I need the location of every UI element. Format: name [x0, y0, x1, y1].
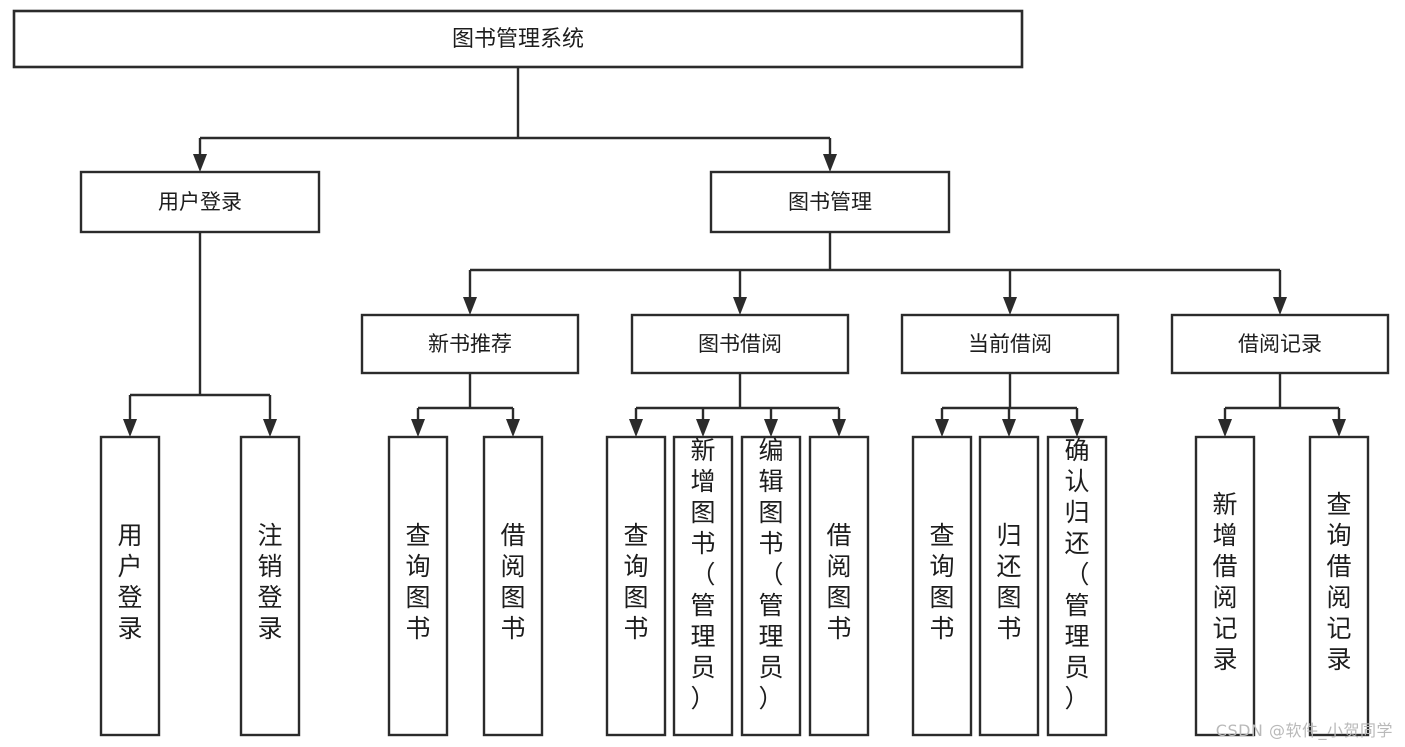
level3-node-借阅记录-rect[interactable] [1170, 313, 1390, 375]
arrow-head-icon [193, 154, 207, 172]
leaf-node-新增借阅记录-11-rect[interactable] [1194, 435, 1256, 737]
leaf-node-查询图书-8[interactable]: 查询图书 [911, 435, 973, 737]
arrow-head-icon [832, 419, 846, 437]
level3-node-图书借阅[interactable]: 图书借阅 [630, 313, 850, 375]
level3-node-新书推荐[interactable]: 新书推荐 [360, 313, 580, 375]
leaf-node-新增借阅记录-11[interactable]: 新增借阅记录 [1194, 435, 1256, 737]
arrow-head-icon [629, 419, 643, 437]
leaf-node-查询借阅记录-12-label: 查询借阅记录 [1326, 490, 1351, 674]
arrow-head-icon [463, 297, 477, 315]
level3-node-当前借阅-label: 当前借阅 [968, 332, 1052, 356]
leaf-node-查询借阅记录-12[interactable]: 查询借阅记录 [1308, 435, 1370, 737]
leaf-node-查询图书-2[interactable]: 查询图书 [387, 435, 449, 737]
level3-node-图书借阅-label: 图书借阅 [698, 332, 782, 356]
leaf-node-用户登录-0[interactable]: 用户登录 [99, 435, 161, 737]
arrow-head-icon [1332, 419, 1346, 437]
leaf-node-确认归还管理员-10-label: 确认归还（管理员） [1064, 436, 1089, 713]
level2-node-图书管理-rect[interactable] [709, 170, 951, 234]
arrow-head-icon [764, 419, 778, 437]
level3-node-图书借阅-rect[interactable] [630, 313, 850, 375]
leaf-node-编辑图书管理员-6-label: 编辑图书（管理员） [758, 436, 783, 713]
level3-node-当前借阅[interactable]: 当前借阅 [900, 313, 1120, 375]
leaf-node-查询图书-8-label: 查询图书 [929, 521, 954, 643]
leaf-node-注销登录-1-rect[interactable] [239, 435, 301, 737]
arrow-head-icon [1002, 419, 1016, 437]
root-node-图书管理系统[interactable]: 图书管理系统 [12, 9, 1024, 69]
leaf-node-新增图书管理员-5-rect[interactable] [672, 435, 734, 737]
arrow-head-icon [411, 419, 425, 437]
arrow-head-icon [1218, 419, 1232, 437]
root-node-图书管理系统-rect[interactable] [12, 9, 1024, 69]
arrow-head-icon [733, 297, 747, 315]
leaf-node-借阅图书-3-label: 借阅图书 [500, 521, 525, 643]
arrow-head-icon [935, 419, 949, 437]
leaf-node-归还图书-9[interactable]: 归还图书 [978, 435, 1040, 737]
leaf-node-用户登录-0-rect[interactable] [99, 435, 161, 737]
leaf-node-借阅图书-7-rect[interactable] [808, 435, 870, 737]
level2-node-用户登录-rect[interactable] [79, 170, 321, 234]
watermark-text: CSDN @软件_小贺同学 [1215, 721, 1393, 740]
root-node-图书管理系统-label: 图书管理系统 [452, 27, 584, 52]
leaf-node-确认归还管理员-10[interactable]: 确认归还（管理员） [1046, 435, 1108, 737]
leaf-node-编辑图书管理员-6[interactable]: 编辑图书（管理员） [740, 435, 802, 737]
connector-layer [123, 67, 1346, 437]
leaf-node-查询图书-4[interactable]: 查询图书 [605, 435, 667, 737]
leaf-node-注销登录-1-label: 注销登录 [257, 521, 282, 643]
leaf-node-注销登录-1[interactable]: 注销登录 [239, 435, 301, 737]
leaf-node-新增图书管理员-5[interactable]: 新增图书（管理员） [672, 435, 734, 737]
level3-node-新书推荐-label: 新书推荐 [428, 332, 512, 356]
leaf-node-查询图书-4-label: 查询图书 [623, 521, 648, 643]
arrow-head-icon [696, 419, 710, 437]
level2-node-用户登录[interactable]: 用户登录 [79, 170, 321, 234]
level2-node-用户登录-label: 用户登录 [158, 190, 242, 214]
level3-node-借阅记录[interactable]: 借阅记录 [1170, 313, 1390, 375]
level3-node-新书推荐-rect[interactable] [360, 313, 580, 375]
arrow-head-icon [1273, 297, 1287, 315]
leaf-node-借阅图书-7[interactable]: 借阅图书 [808, 435, 870, 737]
level3-node-当前借阅-rect[interactable] [900, 313, 1120, 375]
leaf-node-新增图书管理员-5-label: 新增图书（管理员） [690, 436, 715, 713]
level2-node-图书管理-label: 图书管理 [788, 190, 872, 214]
level2-node-图书管理[interactable]: 图书管理 [709, 170, 951, 234]
arrow-head-icon [506, 419, 520, 437]
leaf-node-查询图书-8-rect[interactable] [911, 435, 973, 737]
leaf-node-确认归还管理员-10-rect[interactable] [1046, 435, 1108, 737]
leaf-node-查询图书-2-rect[interactable] [387, 435, 449, 737]
leaf-node-查询图书-2-label: 查询图书 [405, 521, 430, 643]
leaf-node-用户登录-0-label: 用户登录 [117, 521, 142, 643]
node-layer: 图书管理系统用户登录图书管理新书推荐图书借阅当前借阅借阅记录用户登录注销登录查询… [12, 9, 1390, 737]
arrow-head-icon [1070, 419, 1084, 437]
leaf-node-新增借阅记录-11-label: 新增借阅记录 [1212, 490, 1237, 674]
leaf-node-借阅图书-3[interactable]: 借阅图书 [482, 435, 544, 737]
leaf-node-借阅图书-7-label: 借阅图书 [826, 521, 851, 643]
leaf-node-借阅图书-3-rect[interactable] [482, 435, 544, 737]
leaf-node-查询借阅记录-12-rect[interactable] [1308, 435, 1370, 737]
leaf-node-查询图书-4-rect[interactable] [605, 435, 667, 737]
arrow-head-icon [1003, 297, 1017, 315]
arrow-head-icon [123, 419, 137, 437]
level3-node-借阅记录-label: 借阅记录 [1238, 332, 1322, 356]
leaf-node-归还图书-9-rect[interactable] [978, 435, 1040, 737]
arrow-head-icon [823, 154, 837, 172]
leaf-node-编辑图书管理员-6-rect[interactable] [740, 435, 802, 737]
leaf-node-归还图书-9-label: 归还图书 [996, 521, 1021, 643]
arrow-head-icon [263, 419, 277, 437]
